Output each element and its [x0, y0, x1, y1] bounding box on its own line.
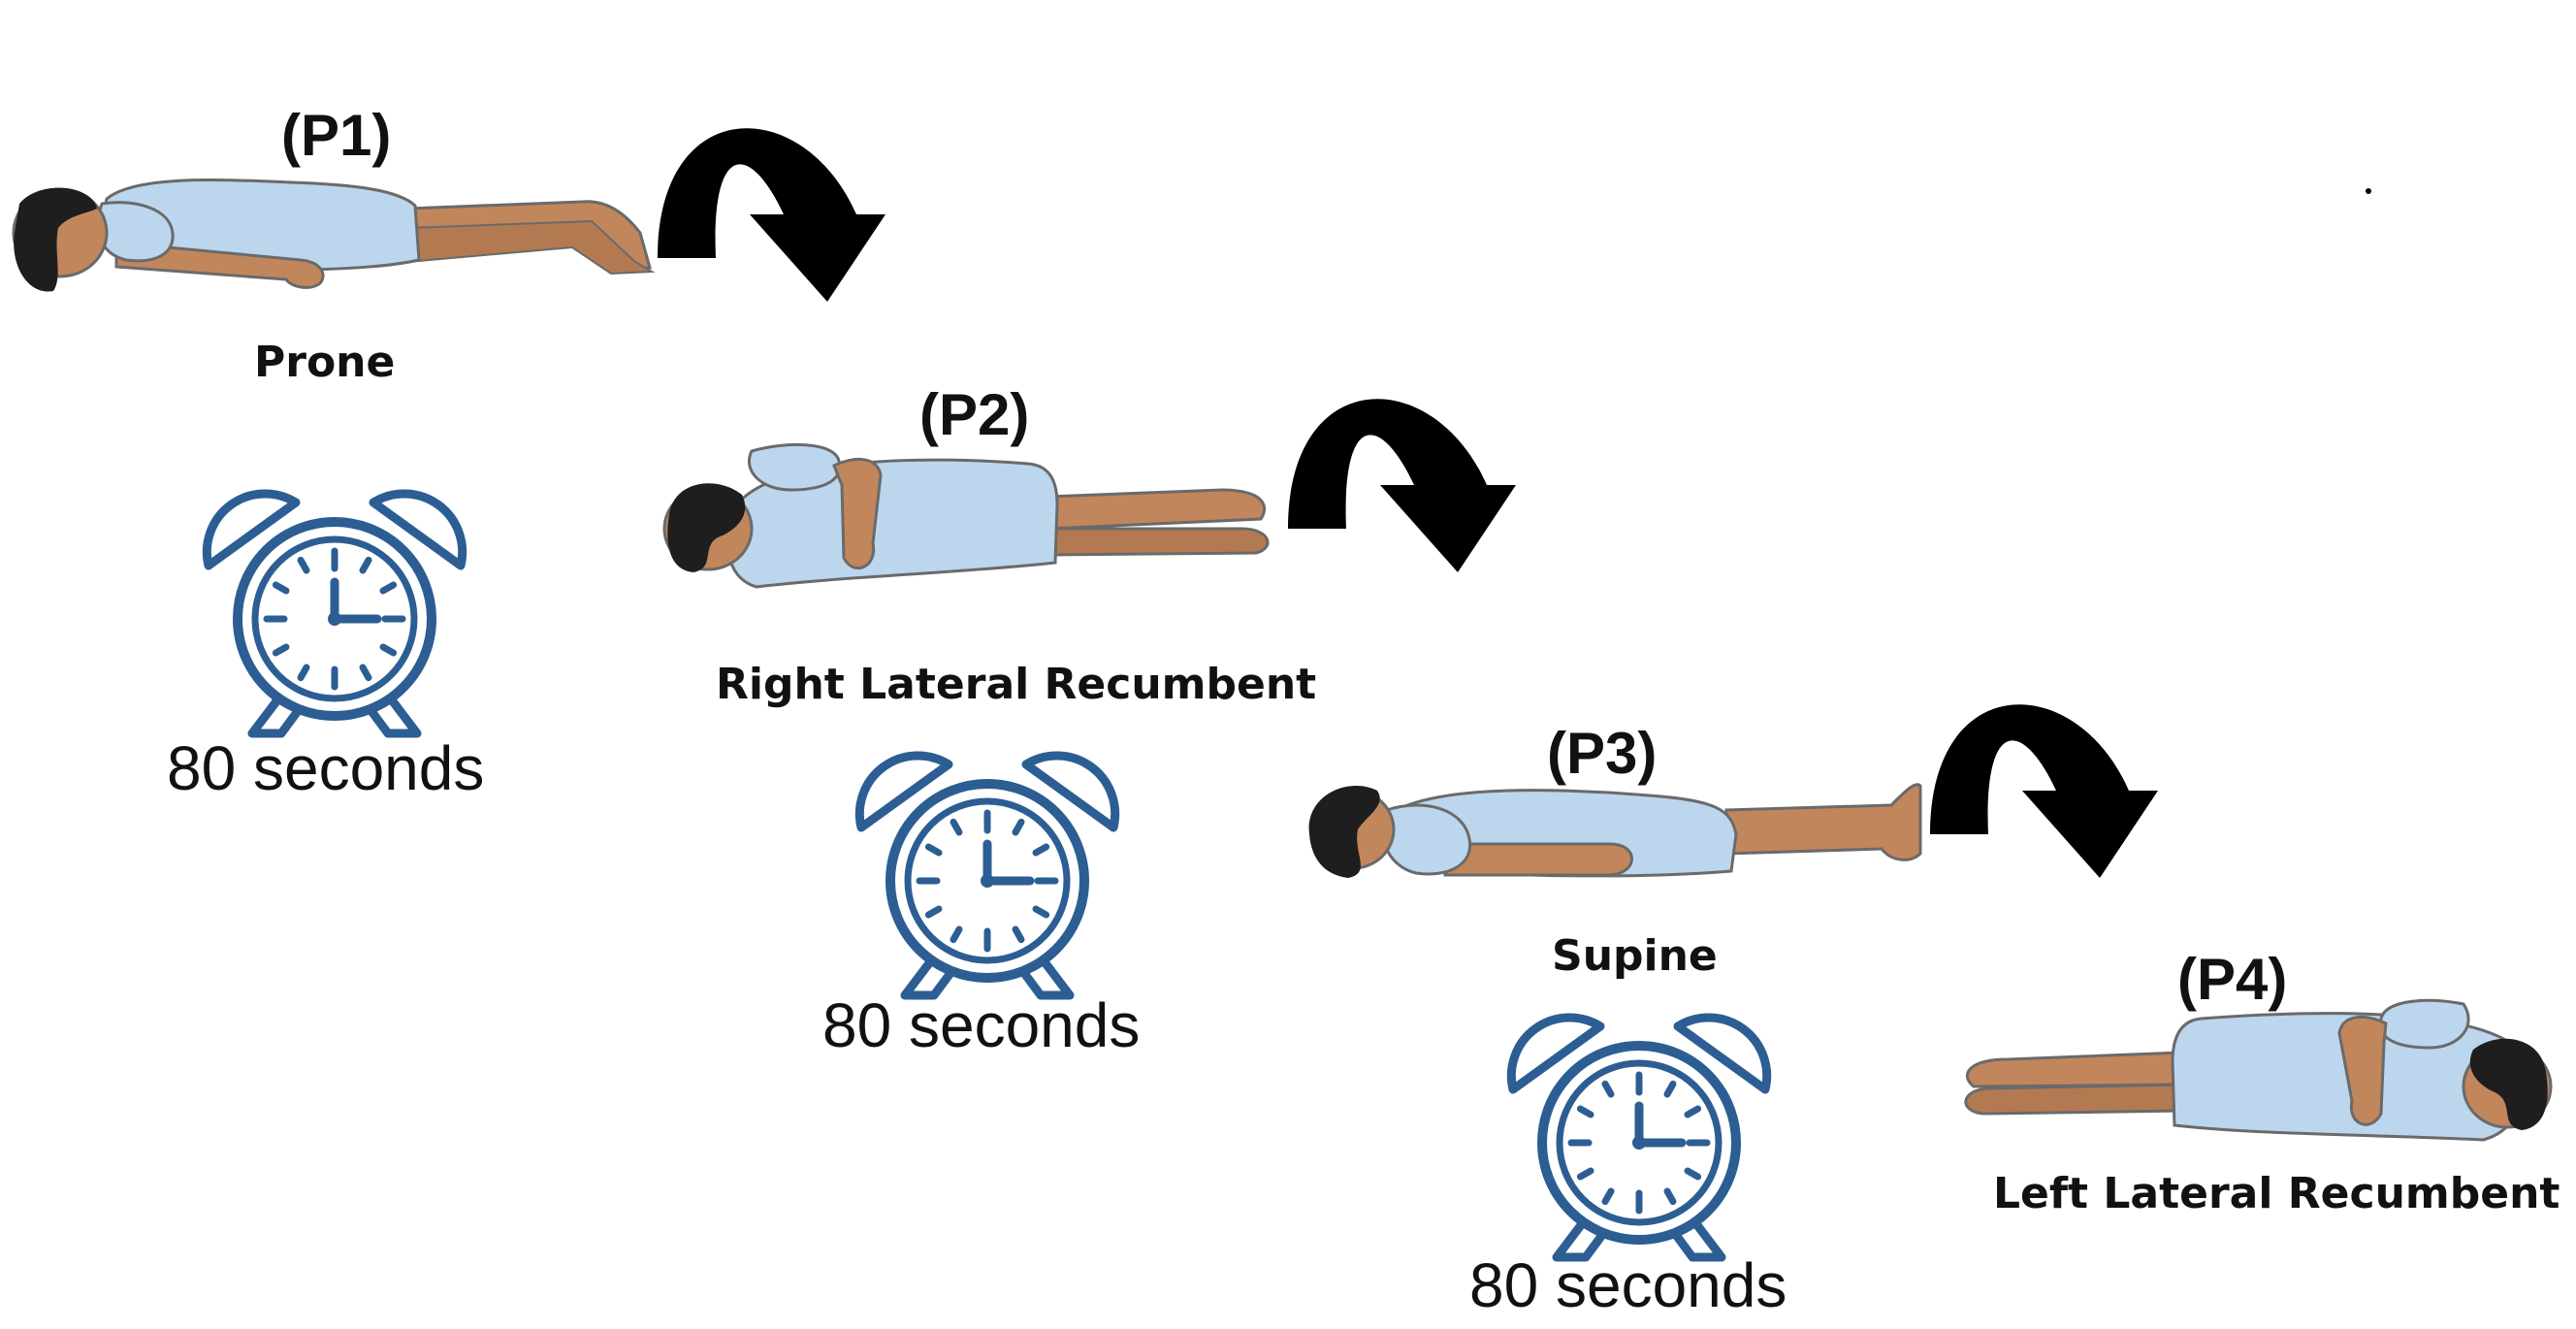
- alarm-clock-icon: [1511, 1018, 1766, 1257]
- duration-label: 80 seconds: [1469, 1250, 1787, 1320]
- position-code: (P1): [281, 103, 392, 168]
- alarm-clock-icon: [207, 494, 462, 733]
- position-code: (P3): [1547, 721, 1658, 786]
- position-name: Prone: [254, 338, 396, 387]
- position-name: Right Lateral Recumbent: [716, 660, 1317, 709]
- right-lateral-figure-icon: [662, 443, 1270, 589]
- position-name: Left Lateral Recumbent: [1993, 1169, 2560, 1218]
- curved-arrow-icon: [1288, 399, 1516, 572]
- curved-arrow-icon: [1930, 704, 2158, 878]
- prone-figure-icon: [12, 178, 656, 292]
- position-code: (P2): [919, 382, 1030, 447]
- left-lateral-figure-icon: [1964, 998, 2553, 1142]
- curved-arrow-icon: [658, 128, 886, 302]
- position-code: (P4): [2177, 947, 2288, 1012]
- alarm-clock-icon: [859, 756, 1114, 995]
- duration-label: 80 seconds: [167, 733, 485, 803]
- duration-label: 80 seconds: [822, 990, 1141, 1060]
- supine-figure-icon: [1308, 783, 1922, 878]
- position-name: Supine: [1552, 931, 1718, 981]
